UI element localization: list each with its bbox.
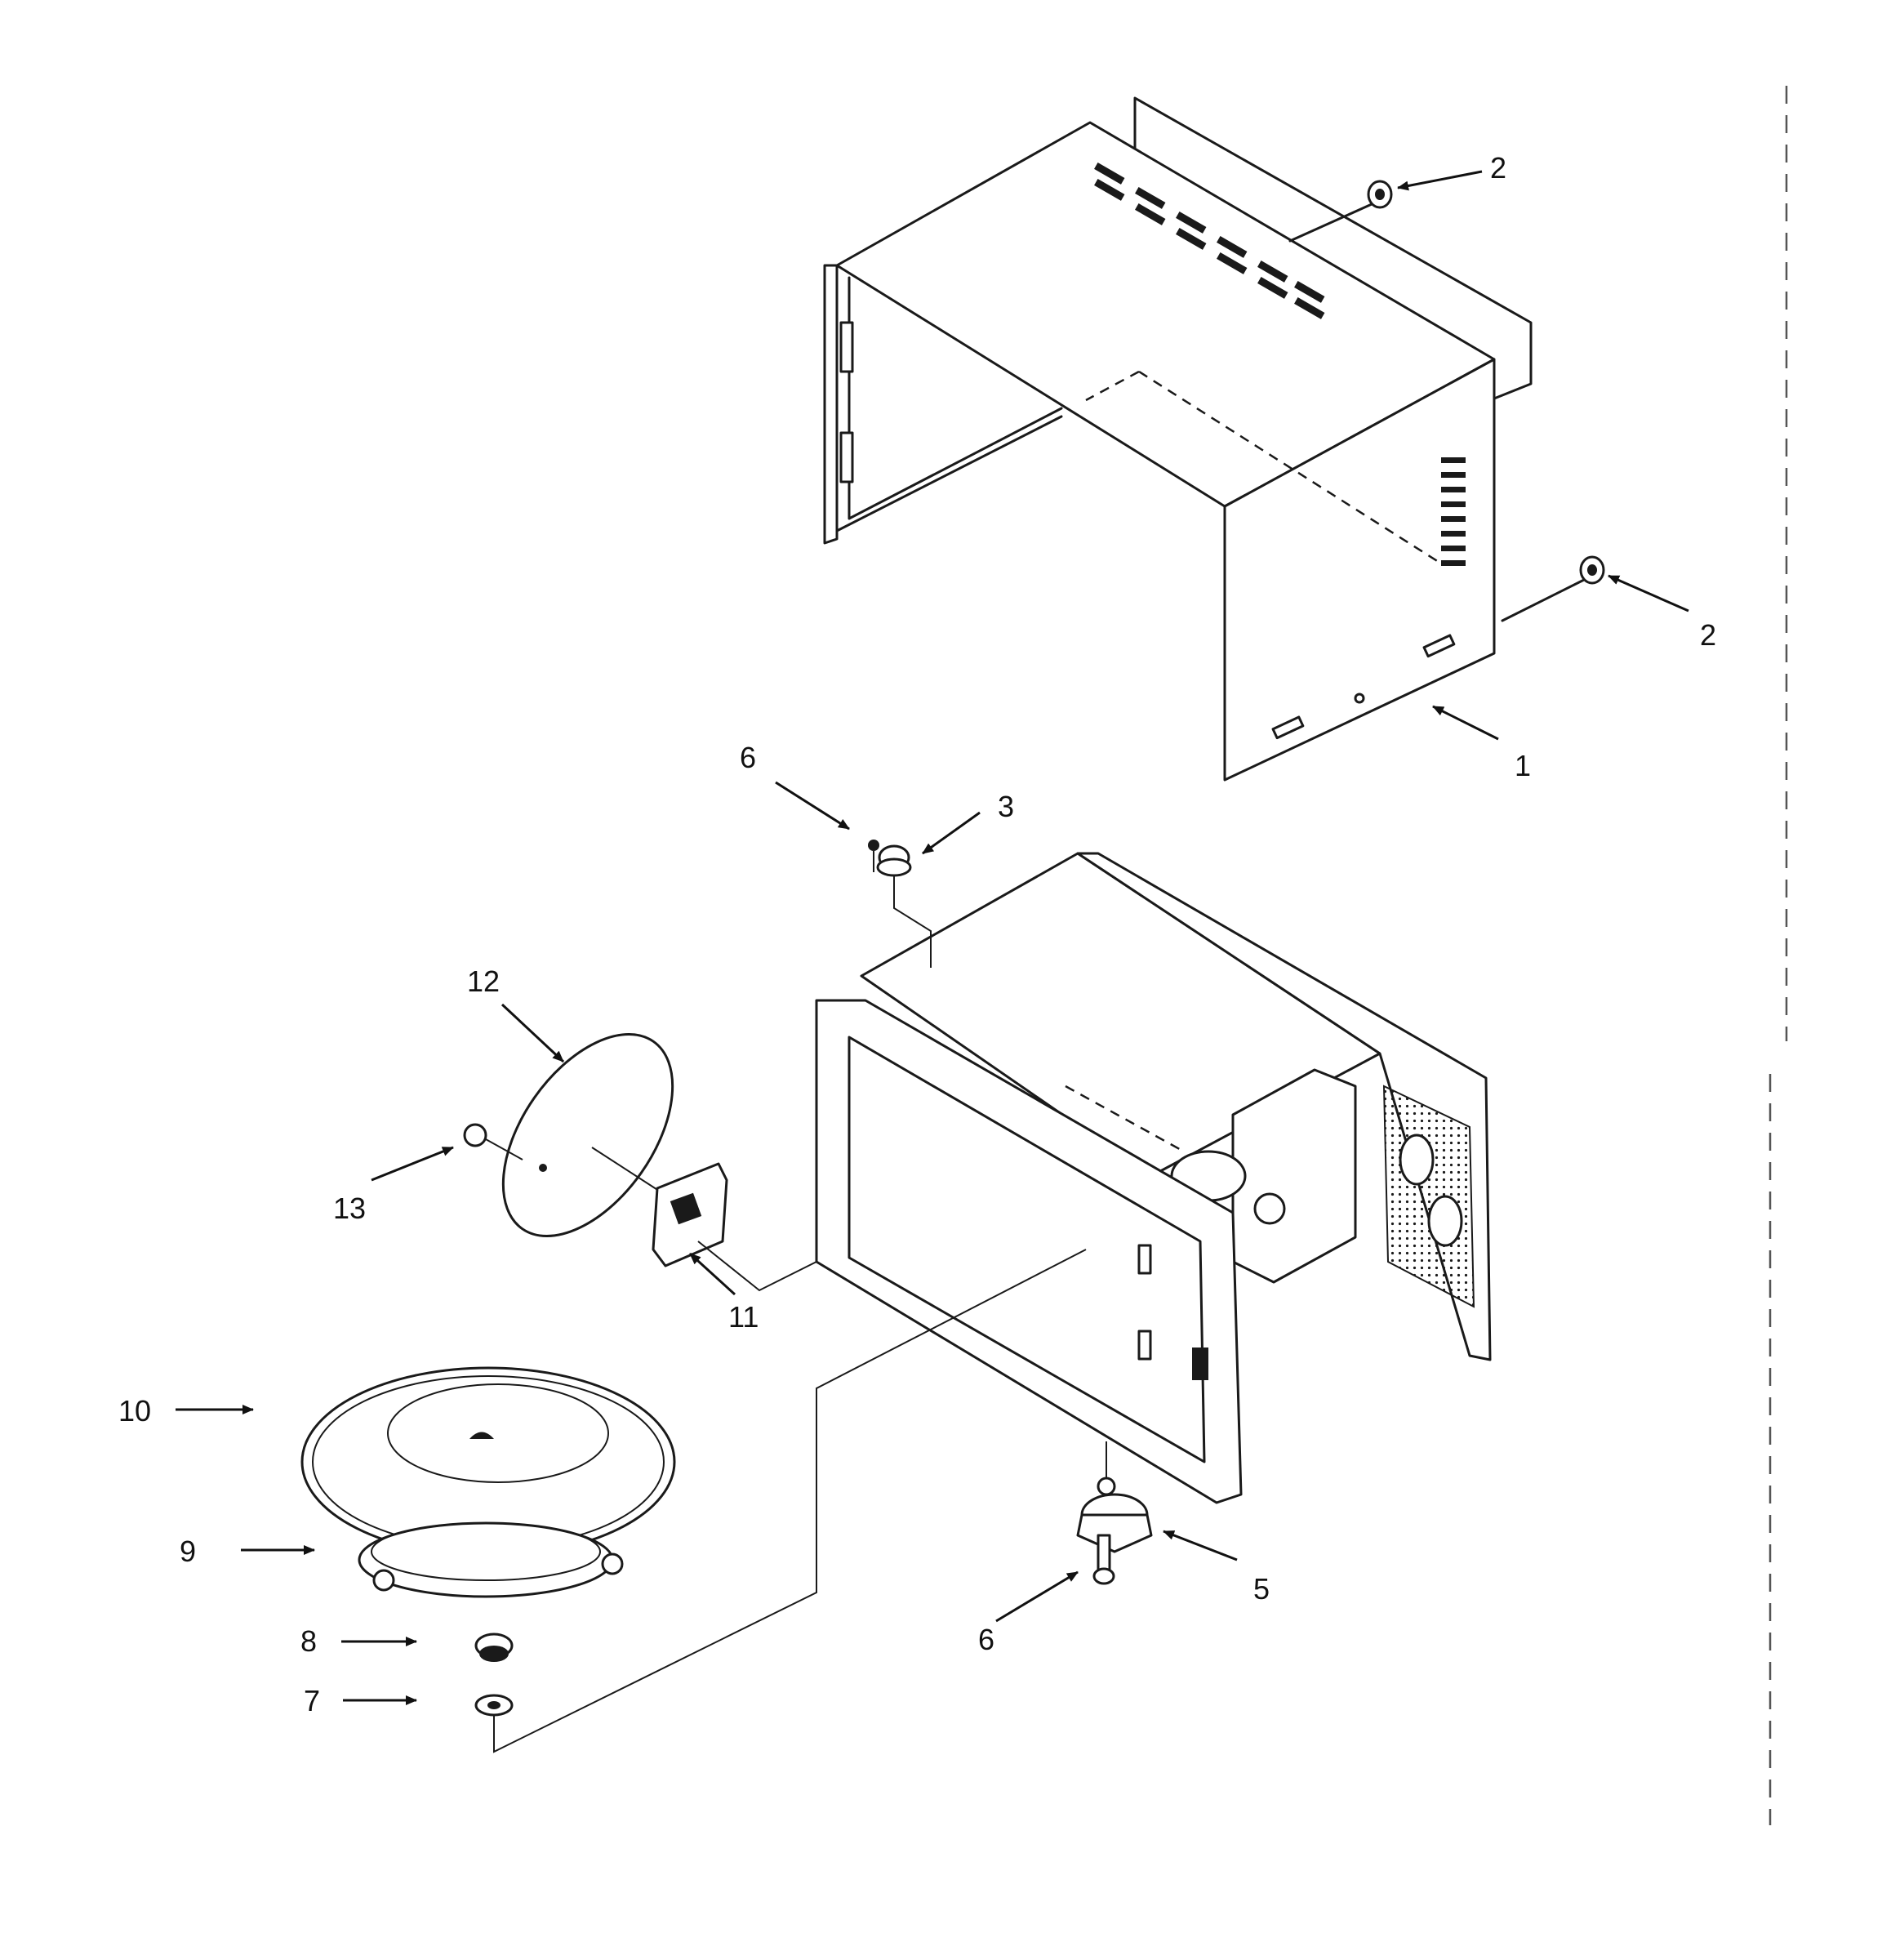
coupling-part	[474, 1633, 514, 1662]
washer-part	[474, 1694, 514, 1717]
callout-label-6b: 6	[978, 1623, 994, 1656]
leader-line	[493, 1249, 1087, 1753]
screw-icon	[1288, 180, 1393, 243]
screw-icon	[463, 1123, 523, 1160]
callout-labels: 2 2 1 6 3 12 13 11 10 9 5 6 8 7	[118, 151, 1716, 1717]
callout-label-2b: 2	[1700, 618, 1716, 652]
callout-label-6a: 6	[740, 741, 756, 774]
screw-icon	[1501, 555, 1605, 622]
switch-part	[868, 840, 932, 968]
outer-cabinet	[823, 96, 1533, 782]
callout-1-label-2a: 2	[1490, 151, 1506, 185]
callout-label-12: 12	[467, 964, 500, 998]
callout-label-5: 5	[1253, 1572, 1270, 1606]
callout-label-11: 11	[728, 1300, 759, 1334]
roller-ring	[358, 1521, 624, 1598]
callout-label-9: 9	[180, 1535, 196, 1568]
coupler-part	[652, 1162, 817, 1292]
oven-chassis	[815, 852, 1492, 1504]
scan-edge-marks	[1769, 86, 1788, 1825]
cover-plate	[501, 1032, 674, 1238]
top-vents	[1094, 163, 1325, 319]
callout-label-13: 13	[333, 1192, 366, 1225]
callout-arrows	[176, 170, 1689, 1705]
callout-label-1: 1	[1515, 749, 1531, 782]
callout-label-3: 3	[998, 790, 1014, 823]
side-vents	[1441, 457, 1466, 566]
callout-label-10: 10	[118, 1394, 151, 1428]
callout-label-8: 8	[300, 1624, 317, 1658]
callout-label-7: 7	[304, 1684, 320, 1717]
turntable-motor	[1076, 1441, 1153, 1585]
